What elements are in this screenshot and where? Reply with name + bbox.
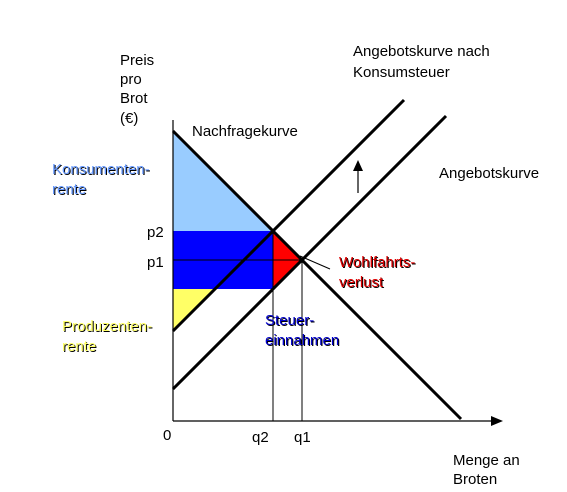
p2-label: p2: [147, 224, 164, 241]
shift-arrow-head: [353, 160, 363, 171]
supply-curve-label: Angebotskurve: [439, 165, 539, 182]
deadweight-pointer: [299, 255, 331, 270]
tax-revenue-label-shadow-1: Steuer-: [266, 313, 315, 330]
producer-surplus-label-shadow-1: Produzenten-: [63, 319, 153, 336]
tax-revenue-label-shadow-2: einnahmen: [266, 333, 340, 350]
supply-curve-after-tax: [171, 98, 406, 333]
demand-curve: [171, 129, 463, 421]
y-axis-label-2: pro: [120, 71, 142, 88]
y-axis-label-3: Brot: [120, 90, 148, 107]
consumer-surplus-label-1: Konsumenten-: [52, 161, 150, 178]
consumer-surplus-label-2: rente: [52, 181, 86, 198]
supply-tax-curve-label-2: Konsumsteuer: [353, 64, 450, 81]
q1-label: q1: [294, 429, 311, 446]
demand-curve-label: Nachfragekurve: [192, 123, 298, 140]
producer-surplus-label-2: rente: [62, 338, 96, 355]
supply-tax-curve-label-1: Angebotskurve nach: [353, 43, 490, 60]
supply-curve: [171, 114, 448, 391]
tax-revenue-label-1: Steuer-: [265, 312, 314, 329]
origin-label: 0: [163, 427, 171, 444]
deadweight-loss-label-2: verlust: [339, 274, 384, 291]
consumer-surplus-label-shadow-2: rente: [53, 182, 87, 199]
q2-label: q2: [252, 429, 269, 446]
y-axis-label-1: Preis: [120, 52, 154, 69]
tax-revenue-label-2: einnahmen: [265, 332, 339, 349]
deadweight-loss-label-shadow-1: Wohlfahrts-: [340, 255, 416, 272]
producer-surplus-label-1: Produzenten-: [62, 318, 152, 335]
p1-label: p1: [147, 254, 164, 271]
x-axis-arrow: [491, 416, 503, 426]
deadweight-loss-label-shadow-2: verlust: [340, 275, 385, 292]
y-axis-label-4: (€): [120, 110, 138, 127]
producer-surplus-label-shadow-2: rente: [63, 339, 97, 356]
x-axis-label-1: Menge an: [453, 452, 520, 469]
consumer-surplus-label-shadow-1: Konsumenten-: [53, 162, 151, 179]
x-axis-label-2: Broten: [453, 471, 497, 488]
deadweight-loss-label-1: Wohlfahrts-: [339, 254, 415, 271]
